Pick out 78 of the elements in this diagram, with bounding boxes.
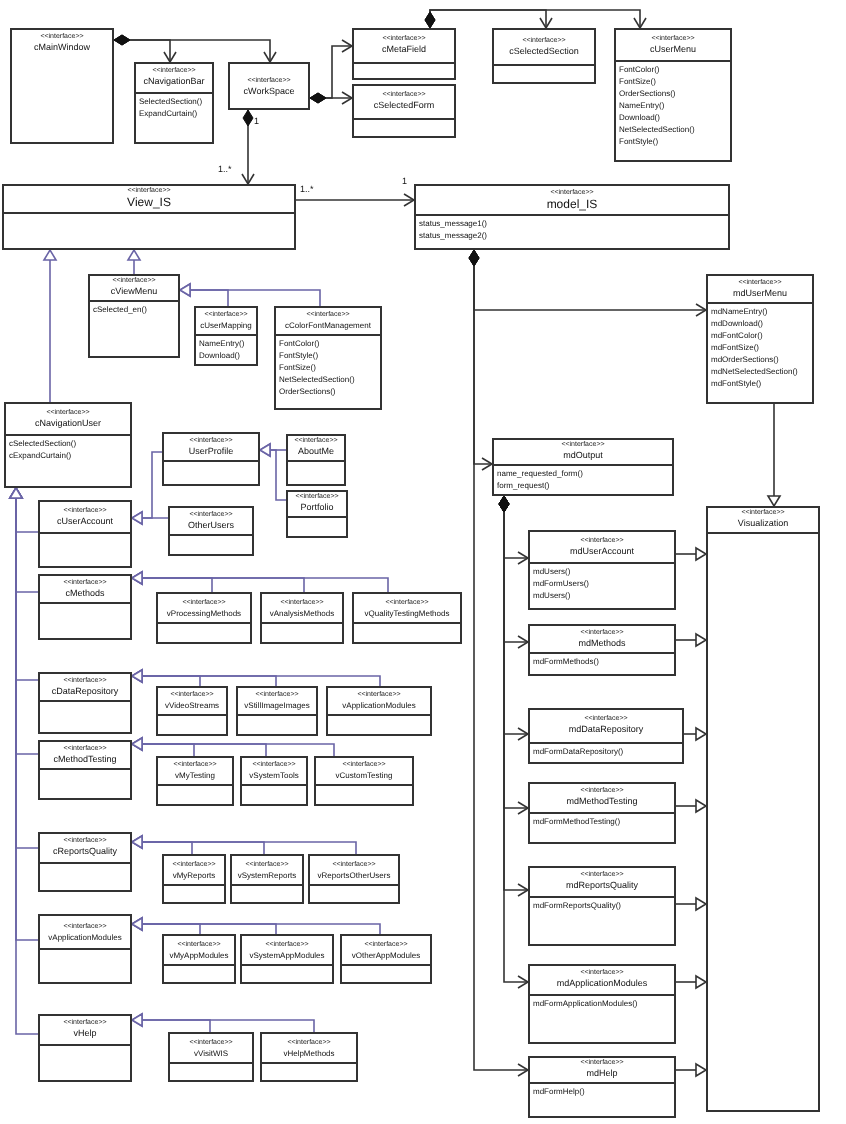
interface-box bbox=[228, 62, 310, 110]
interface-box bbox=[286, 490, 348, 538]
interface-box bbox=[230, 854, 304, 904]
interface-box bbox=[260, 592, 344, 644]
composition-arrow bbox=[468, 249, 529, 1077]
interface-box bbox=[274, 306, 382, 410]
inheritance-arrow bbox=[9, 487, 39, 1035]
interface-box bbox=[162, 854, 226, 904]
interface-box bbox=[528, 624, 676, 676]
interface-box bbox=[308, 854, 400, 904]
inheritance-arrow bbox=[675, 547, 707, 561]
interface-box bbox=[156, 756, 234, 806]
interface-box bbox=[614, 28, 732, 162]
interface-box bbox=[38, 740, 132, 800]
interface-box bbox=[492, 28, 596, 84]
interface-box bbox=[240, 934, 334, 984]
interface-box bbox=[240, 756, 308, 806]
inheritance-arrow bbox=[131, 835, 357, 855]
interface-box bbox=[162, 934, 236, 984]
interface-box bbox=[528, 1056, 676, 1118]
interface-box bbox=[2, 184, 296, 250]
inheritance-arrow bbox=[683, 727, 707, 741]
interface-box bbox=[134, 62, 214, 144]
interface-box bbox=[352, 28, 456, 80]
interface-box bbox=[88, 274, 180, 358]
interface-box bbox=[352, 592, 462, 644]
inheritance-arrow bbox=[675, 975, 707, 989]
interface-box bbox=[38, 574, 132, 640]
interface-box bbox=[528, 866, 676, 946]
inheritance-arrow bbox=[131, 571, 389, 593]
inheritance-arrow bbox=[127, 249, 141, 275]
association-arrow bbox=[295, 193, 415, 207]
interface-box bbox=[326, 686, 432, 736]
inheritance-arrow bbox=[259, 443, 287, 501]
inheritance-arrow bbox=[131, 917, 381, 935]
interface-box bbox=[38, 672, 132, 734]
interface-box bbox=[162, 432, 260, 486]
inheritance-arrow bbox=[131, 511, 169, 525]
inheritance-arrow bbox=[131, 1013, 315, 1033]
inheritance-arrow bbox=[675, 799, 707, 813]
interface-box bbox=[706, 274, 814, 404]
interface-box bbox=[314, 756, 414, 806]
interface-box bbox=[38, 1014, 132, 1082]
interface-box bbox=[156, 592, 252, 644]
composition-arrow bbox=[241, 109, 255, 185]
inheritance-arrow bbox=[131, 669, 381, 687]
interface-box bbox=[4, 402, 132, 488]
interface-box bbox=[352, 84, 456, 138]
interface-box bbox=[528, 530, 676, 610]
inheritance-arrow bbox=[131, 737, 335, 757]
inheritance-arrow bbox=[767, 403, 781, 507]
interface-box bbox=[414, 184, 730, 250]
interface-box bbox=[156, 686, 228, 736]
interface-box bbox=[528, 782, 676, 844]
interface-box bbox=[38, 914, 132, 984]
inheritance-arrow bbox=[675, 1063, 707, 1077]
interface-box bbox=[260, 1032, 358, 1082]
interface-box bbox=[168, 1032, 254, 1082]
composition-arrow bbox=[424, 9, 647, 29]
interface-box bbox=[236, 686, 318, 736]
composition-arrow bbox=[113, 34, 277, 63]
interface-box bbox=[286, 434, 346, 486]
interface-box bbox=[528, 964, 676, 1044]
interface-box bbox=[528, 708, 684, 764]
interface-box bbox=[168, 506, 254, 556]
interface-box bbox=[706, 506, 820, 1112]
interface-box bbox=[492, 438, 674, 496]
inheritance-arrow bbox=[675, 633, 707, 647]
inheritance-arrow bbox=[43, 249, 57, 403]
inheritance-arrow bbox=[179, 283, 321, 307]
interface-box bbox=[194, 306, 258, 366]
composition-arrow bbox=[498, 495, 529, 989]
interface-box bbox=[38, 500, 132, 568]
interface-box bbox=[340, 934, 432, 984]
inheritance-arrow bbox=[675, 897, 707, 911]
composition-arrow bbox=[309, 91, 353, 105]
interface-box bbox=[10, 28, 114, 144]
interface-box bbox=[38, 832, 132, 892]
